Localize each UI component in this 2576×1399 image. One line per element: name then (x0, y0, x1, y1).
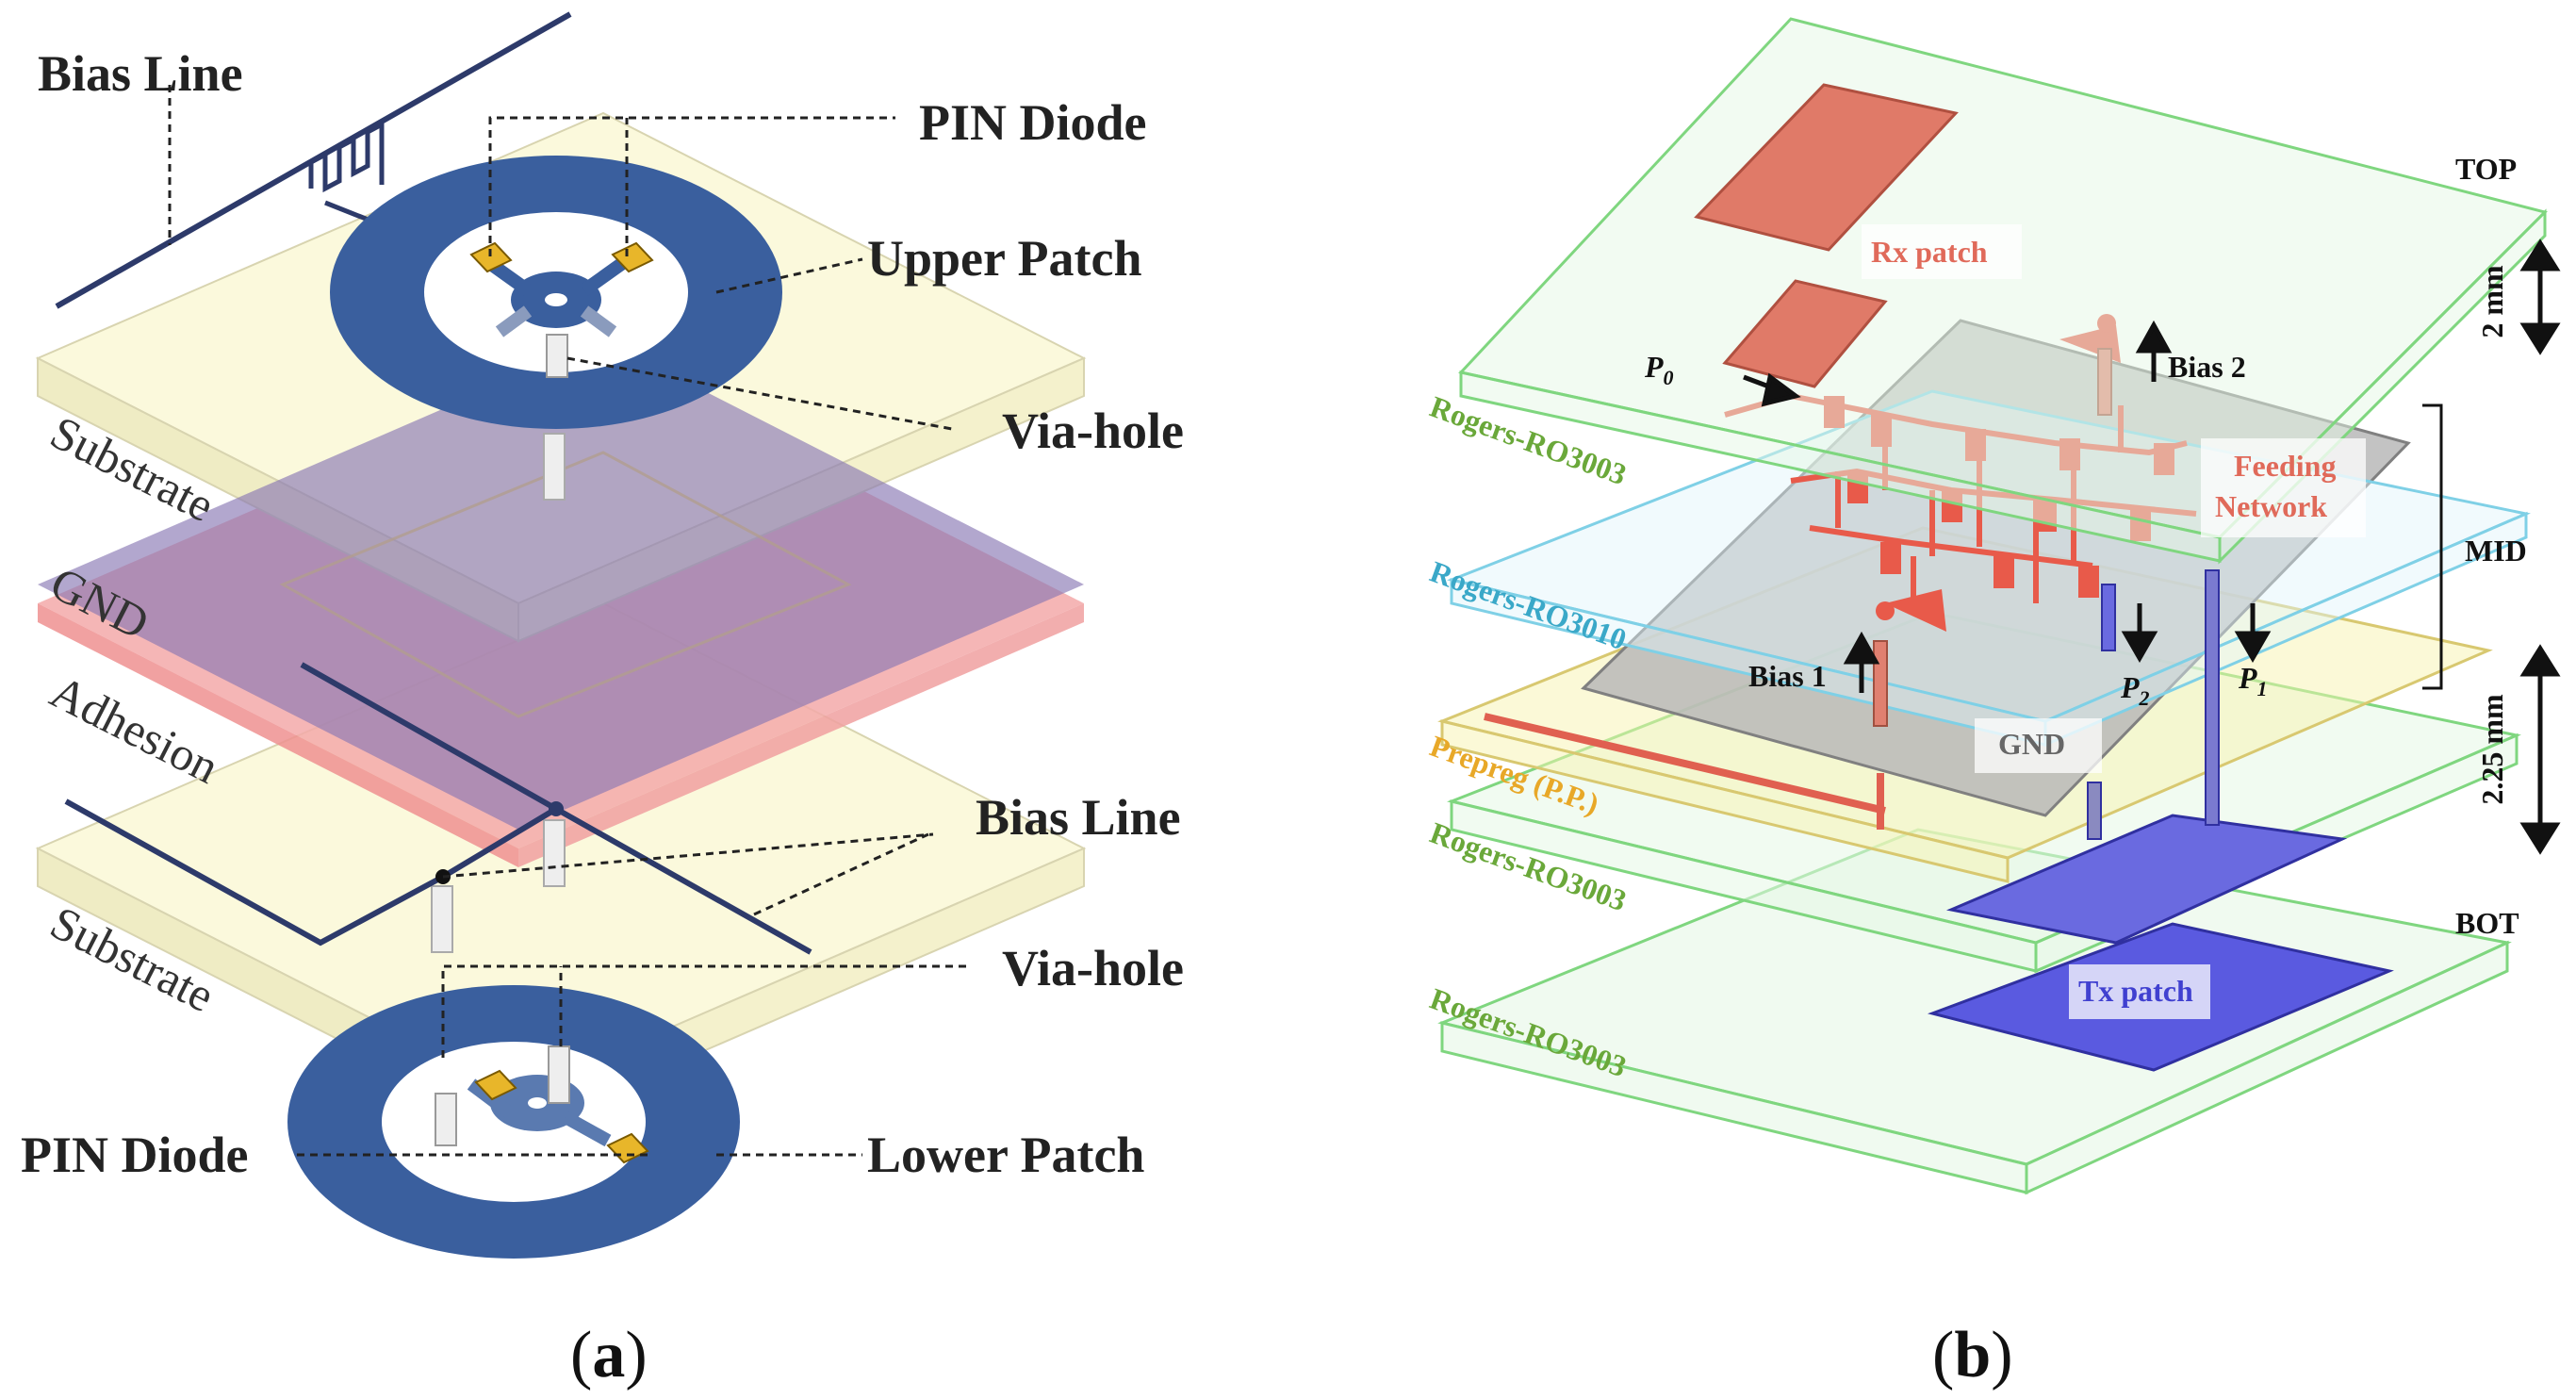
via-cylinder-left (431, 885, 453, 953)
label-via-hole-bottom: Via-hole (1002, 940, 1184, 996)
label-feeding-2: Network (2215, 489, 2327, 523)
label-dim-225mm: 2.25 mm (2475, 694, 2509, 805)
caption-a: (a) (570, 1319, 648, 1391)
via-bias1 (1873, 640, 1888, 727)
label-pin-diode-bottom: PIN Diode (21, 1127, 249, 1183)
pin-diode-upper-left (469, 241, 513, 273)
port-arrows (1743, 320, 2272, 693)
label-mid: MID (2465, 534, 2527, 568)
label-p0: P0 (1644, 350, 1674, 389)
rx-patch-small (1722, 279, 1888, 388)
label-p1: P1 (2238, 661, 2268, 700)
rx-patch-large (1694, 83, 1959, 252)
mid-bracket (2422, 403, 2443, 690)
bias-junction-dot (549, 801, 564, 816)
pin-diode-lower-left (474, 1069, 517, 1101)
panel-b: TOP MID BOT 2 mm 2.25 mm Rx patch Tx pat… (1426, 17, 2561, 1391)
via-cylinder-mid (543, 819, 566, 887)
bias-line-mid-left (64, 798, 558, 946)
feeding-label-box (2201, 438, 2366, 537)
via-cylinder-lower-b (435, 1093, 457, 1146)
label-bias-line-mid: Bias Line (976, 789, 1181, 846)
lower-patch (287, 985, 740, 1259)
label-p2: P2 (2120, 670, 2150, 710)
via-gnd (2087, 782, 2102, 840)
label-bias2: Bias 2 (2168, 350, 2246, 384)
label-upper-patch: Upper Patch (867, 230, 1142, 287)
via-cylinder-top (543, 433, 566, 501)
tx-patch-upper (1945, 814, 2348, 945)
caption-b: (b) (1932, 1319, 2013, 1391)
dim-arrows (2519, 239, 2561, 855)
leader-lines-a (168, 85, 966, 1157)
upper-patch (330, 156, 782, 429)
label-rx-patch: Rx patch (1871, 235, 1988, 269)
label-pin-diode-top: PIN Diode (919, 94, 1147, 151)
label-bot: BOT (2455, 906, 2519, 940)
via-p1 (2205, 569, 2220, 826)
label-bias1: Bias 1 (1748, 659, 1827, 693)
label-lower-patch: Lower Patch (867, 1127, 1144, 1183)
panel-a: Bias Line PIN Diode Upper Patch Via-hole… (21, 11, 1184, 1391)
via-cylinder-lower-a (548, 1045, 570, 1104)
pin-diode-upper-right (611, 241, 654, 273)
label-gnd-b: GND (1998, 727, 2065, 761)
via-cylinder-upper (546, 334, 568, 378)
tx-label-box (2069, 964, 2210, 1019)
gnd-layer (38, 339, 1084, 830)
adhesion-side2 (518, 603, 1084, 867)
label-tx-patch: Tx patch (2078, 974, 2193, 1008)
label-feeding-1: Feeding (2234, 449, 2336, 483)
label-via-hole-top: Via-hole (1002, 403, 1184, 459)
gnd-inner-square (279, 451, 852, 718)
adhesion-side (38, 603, 518, 867)
via-p2 (2101, 584, 2116, 651)
gnd-label-box (1975, 718, 2102, 773)
label-dim-2mm: 2 mm (2475, 265, 2509, 338)
bias1-trace (1484, 713, 1886, 815)
rx-label-box (1862, 224, 2022, 279)
label-top: TOP (2455, 152, 2517, 186)
label-bias-line-top: Bias Line (38, 45, 243, 102)
